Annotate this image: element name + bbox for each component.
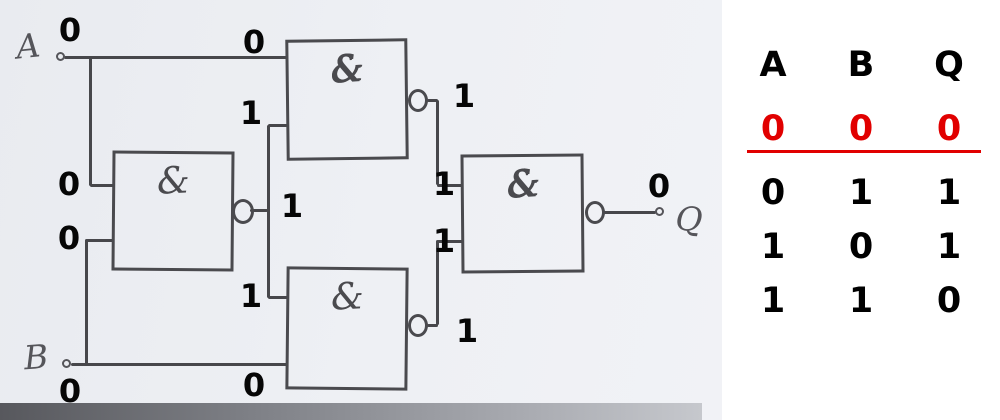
wire-top-down-vertical [436, 100, 439, 185]
terminal-input-b [62, 359, 71, 368]
truth-table-cell: 0 [760, 108, 786, 149]
wire-b-branch-vertical [85, 239, 88, 365]
truth-table-cell: 0 [936, 108, 962, 149]
truth-table-row: 0 1 1 [729, 166, 993, 220]
nand-gate-middle: & [111, 150, 235, 272]
truth-table-header-q: Q [934, 44, 964, 85]
wire-q-output [603, 211, 656, 214]
nand-symbol: & [329, 274, 365, 319]
wire-value-b-to-mid-gate: 0 [57, 219, 81, 257]
wire-value-right-gate-in1: 1 [432, 165, 456, 203]
wire-value-q-output: 0 [647, 167, 671, 205]
truth-table-cell: 0 [848, 108, 874, 149]
wire-value-a-to-top-gate: 0 [242, 23, 266, 61]
wire-mid-output [250, 209, 268, 212]
truth-table-cell: 1 [936, 226, 962, 267]
truth-table-cell: 1 [760, 280, 786, 321]
nand-symbol: & [328, 45, 365, 92]
wire-value-a-source: 0 [58, 11, 82, 49]
wire-b-horizontal [71, 363, 288, 366]
input-a-label: A [14, 25, 42, 67]
wire-value-b-to-bottom-gate: 0 [242, 366, 266, 404]
truth-table: A B Q 0 0 0 0 1 1 1 0 1 1 1 0 [729, 38, 993, 328]
truth-table-row-current: 0 0 0 [729, 102, 993, 156]
inverter-bubble-bottom [408, 314, 428, 337]
wire-value-mid-to-bottom: 1 [239, 277, 263, 315]
truth-table-header-b: B [847, 44, 875, 85]
wire-a-branch-vertical [89, 57, 92, 186]
scan-edge-shadow [0, 403, 702, 420]
truth-table-cell: 1 [848, 172, 874, 213]
wire-top-to-right-gate [437, 184, 463, 187]
truth-table-cell: 0 [760, 172, 786, 213]
wire-value-mid-output: 1 [280, 187, 304, 225]
wire-value-right-gate-in2: 1 [432, 222, 456, 260]
nand-gate-top: & [285, 38, 409, 161]
nand-gate-right: & [460, 153, 585, 274]
terminal-output-q [655, 207, 664, 216]
truth-table-header-row: A B Q [729, 38, 993, 92]
truth-table-row: 1 0 1 [729, 220, 993, 274]
wire-value-b-source: 0 [58, 372, 82, 410]
wire-mid-to-bottom-gate [268, 296, 288, 299]
wire-b-to-mid-gate [86, 239, 114, 242]
wire-value-a-to-mid-gate: 0 [57, 165, 81, 203]
inverter-bubble-right [585, 201, 605, 224]
nand-symbol: & [155, 158, 191, 203]
wire-a-to-mid-gate [90, 184, 114, 187]
terminal-input-a [56, 52, 65, 61]
inverter-bubble-top [408, 89, 428, 112]
truth-table-cell: 1 [848, 280, 874, 321]
wire-top-output [427, 99, 438, 102]
wire-value-bottom-output: 1 [455, 312, 479, 350]
output-q-label: Q [674, 198, 704, 240]
truth-table-row: 1 1 0 [729, 274, 993, 328]
truth-table-cell: 1 [760, 226, 786, 267]
wire-mid-to-top-gate [268, 124, 288, 127]
wire-bottom-output [427, 324, 438, 327]
circuit-diagram: & & & & A B Q 0 0 0 0 0 0 1 1 1 1 [0, 0, 722, 420]
wire-value-mid-to-top: 1 [239, 94, 263, 132]
wire-mid-fanout-vertical [267, 125, 270, 298]
truth-table-cell: 0 [848, 226, 874, 267]
nand-gate-bottom: & [285, 266, 409, 391]
nand-symbol: & [504, 161, 540, 206]
truth-table-cell: 1 [936, 172, 962, 213]
inverter-bubble-middle [232, 199, 254, 224]
input-b-label: B [22, 336, 50, 378]
truth-table-header-a: A [759, 44, 787, 85]
wire-bottom-up-vertical [436, 240, 439, 325]
wire-value-top-output: 1 [452, 77, 476, 115]
wire-bottom-to-right-gate [437, 240, 463, 243]
wire-a-horizontal [64, 56, 288, 59]
truth-table-cell: 0 [936, 280, 962, 321]
